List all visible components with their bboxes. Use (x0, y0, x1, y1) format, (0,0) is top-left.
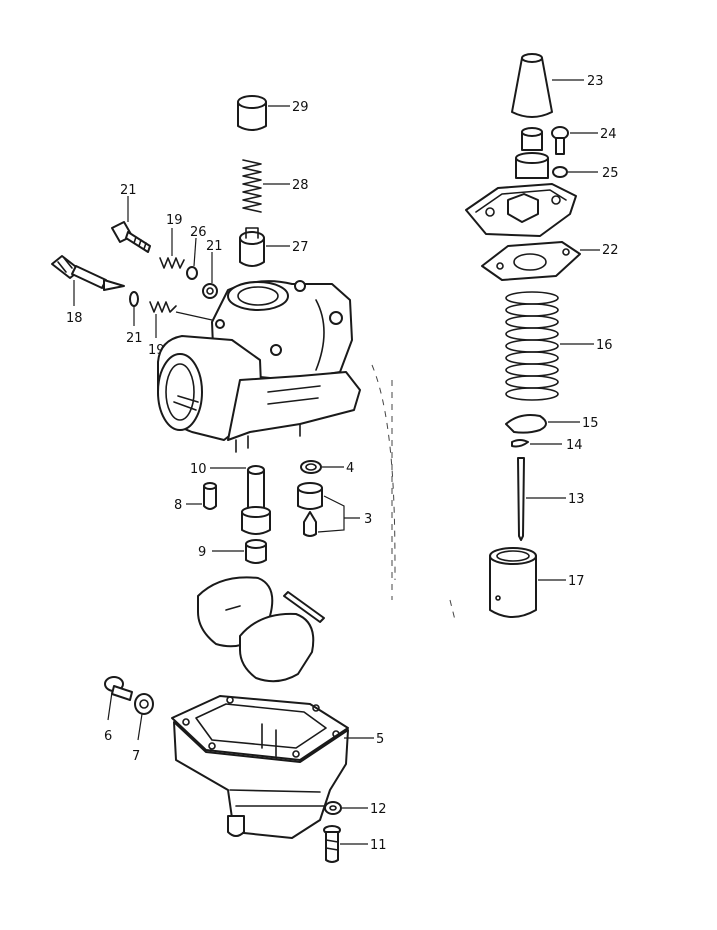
washer-part (129, 291, 139, 307)
bowl-screw-part (104, 676, 133, 701)
throttle-stop-screw-part (111, 221, 151, 253)
float-valve-part (297, 482, 323, 537)
callout-7: 7 (132, 749, 140, 764)
carburetor-body (157, 280, 361, 453)
small-spring-part (149, 301, 177, 313)
callout-14: 14 (566, 438, 583, 453)
callout-12: 12 (370, 802, 387, 817)
callout-21a: 21 (206, 239, 223, 254)
main-jet-part (245, 539, 267, 564)
needle-jet-holder-part (241, 465, 271, 535)
callout-26: 26 (190, 225, 207, 240)
needle-clip-part (505, 414, 547, 434)
callout-27: 27 (292, 240, 309, 255)
callout-23: 23 (587, 74, 604, 89)
pilot-jet-part (203, 482, 217, 510)
callout-17: 17 (568, 574, 585, 589)
callout-8: 8 (174, 498, 182, 513)
washer-part (552, 166, 568, 178)
callout-24: 24 (600, 127, 617, 142)
jet-needle-part (517, 457, 525, 541)
callout-5: 5 (376, 732, 384, 747)
callout-10: 10 (190, 462, 207, 477)
callout-16: 16 (596, 338, 613, 353)
leader-line (107, 691, 113, 721)
callout-21b: 21 (126, 331, 143, 346)
callout-18: 18 (66, 311, 83, 326)
washer-part (202, 283, 218, 299)
callout-29: 29 (292, 100, 309, 115)
leader-line (193, 237, 197, 267)
cable-boot-part (511, 53, 553, 118)
callout-28: 28 (292, 178, 309, 193)
throttle-spring-part (505, 291, 559, 401)
callout-4: 4 (346, 461, 354, 476)
float-chamber-bowl (171, 695, 349, 839)
top-cap-part (465, 127, 577, 237)
callout-6: 6 (104, 729, 112, 744)
callout-22: 22 (602, 243, 619, 258)
float-pin-part (283, 591, 325, 623)
plunger-part (239, 227, 265, 267)
washer-part (134, 693, 154, 715)
callout-3: 3 (364, 512, 372, 527)
callout-20: 21 (120, 183, 137, 198)
float-part (197, 576, 315, 683)
cap-part (237, 95, 267, 131)
callout-15: 15 (582, 416, 599, 431)
washer-part (324, 801, 342, 815)
assembly-dash-line (449, 599, 456, 621)
callout-13: 13 (568, 492, 585, 507)
leader-line (175, 311, 213, 321)
callout-9: 9 (198, 545, 206, 560)
drain-screw-part (323, 825, 341, 863)
small-spring-part (159, 257, 185, 269)
callout-25: 25 (602, 166, 619, 181)
throttle-slide-part (489, 547, 537, 618)
o-ring-part (186, 266, 198, 280)
bracket-leader (317, 495, 360, 533)
callout-19a: 19 (166, 213, 183, 228)
o-ring-part (300, 460, 322, 474)
spring-part (242, 159, 262, 213)
callout-11: 11 (370, 838, 387, 853)
cap-screw-part (551, 126, 569, 155)
e-clip-part (511, 439, 529, 448)
pilot-air-screw-part (51, 255, 125, 291)
top-gasket-part (481, 241, 581, 281)
leader-line (137, 713, 143, 741)
assembly-dash-line (371, 364, 396, 581)
